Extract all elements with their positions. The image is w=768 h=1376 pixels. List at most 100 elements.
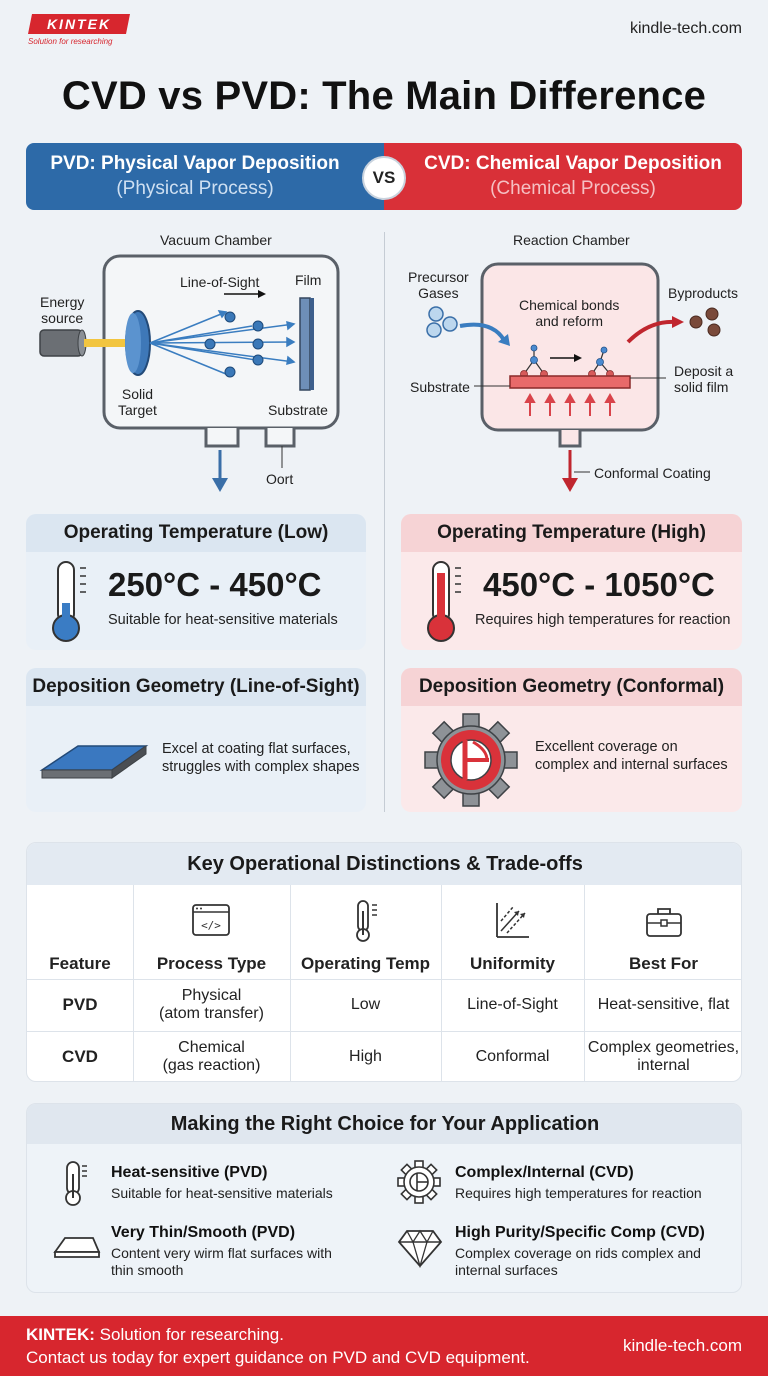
choice-item-title: High Purity/Specific Comp (CVD) [455, 1224, 705, 1241]
vs-badge: VS [362, 156, 406, 200]
target-text: Target [118, 402, 157, 418]
pvd-energy-label: Energy source [40, 294, 84, 326]
cvd-geo-line2: complex and internal surfaces [535, 757, 728, 773]
pvd-chamber-label: Vacuum Chamber [160, 232, 272, 248]
pvd-geo-line1: Excel at coating flat surfaces, [162, 741, 351, 757]
choice-desc-line1: Content very wirm flat surfaces with [111, 1245, 332, 1261]
pvd-geo-line2: struggles with complex shapes [162, 759, 360, 775]
choice-item-thin-smooth: Very Thin/Smooth (PVD) Content very wirm… [111, 1224, 332, 1279]
source-text: source [41, 310, 84, 326]
table-title: Key Operational Distinctions & Trade-off… [27, 843, 741, 885]
distinctions-table: Key Operational Distinctions & Trade-off… [26, 842, 742, 1082]
pvd-temp-heading: Operating Temperature (Low) [26, 514, 366, 552]
cvd-chamber-diagram [426, 262, 721, 492]
thermometer-low-icon [52, 561, 86, 642]
cvd-temp-range: 450°C - 1050°C [483, 566, 715, 603]
choice-title: Making the Right Choice for Your Applica… [27, 1104, 741, 1144]
pvd-chamber-diagram [39, 254, 340, 492]
choice-item-desc: Requires high temperatures for reaction [455, 1185, 702, 1201]
footer-site-link[interactable]: kindle-tech.com [622, 1336, 742, 1355]
table-hline [27, 979, 741, 980]
line-of-sight-label: Line-of-Sight [180, 274, 260, 290]
table-hline [27, 1031, 741, 1032]
solid-text: Solid [121, 386, 154, 402]
thermometer-icon [356, 900, 377, 942]
chemical-bonds-label: Chemical bonds and reform [519, 297, 619, 329]
row-pvd-temp: Low [350, 996, 381, 1013]
header-best-for: Best For [629, 954, 698, 973]
conformal-coating-label: Conformal Coating [594, 465, 711, 481]
row-pvd-process-line2: (atom transfer) [159, 1005, 264, 1022]
pvd-geometry-card: Deposition Geometry (Line-of-Sight) Exce… [26, 668, 366, 812]
gases-text: Gases [418, 285, 459, 301]
energy-text: Energy [40, 294, 85, 310]
thermometer-icon [65, 1161, 87, 1206]
header-operating-temp: Operating Temp [300, 954, 431, 973]
row-pvd-uniformity: Line-of-Sight [467, 996, 558, 1013]
deposit-film-label: Deposit a solid film [674, 363, 733, 395]
row-cvd-uniformity: Conformal [475, 1048, 550, 1065]
table-vline [133, 885, 134, 1081]
header-feature: Feature [49, 954, 111, 973]
site-link-top[interactable]: kindle-tech.com [629, 20, 742, 37]
footer-tagline-text: Solution for researching. [94, 1325, 284, 1344]
footer-brand: KINTEK: [26, 1325, 95, 1344]
right-choice-section: Making the Right Choice for Your Applica… [26, 1103, 742, 1293]
footer-tagline: KINTEK: Solution for researching. [26, 1325, 284, 1345]
table-vline [290, 885, 291, 1081]
header-uniformity: Uniformity [470, 954, 555, 973]
choice-item-desc: Suitable for heat-sensitive materials [111, 1185, 333, 1201]
cvd-geo-line1: Excellent coverage on [535, 739, 678, 755]
choice-desc-line2: internal surfaces [455, 1262, 558, 1278]
chem-line1: Chemical bonds [519, 297, 620, 313]
pvd-banner-title: PVD: Physical Vapor Deposition [50, 153, 340, 174]
row-pvd-process: Physical (atom transfer) [133, 979, 290, 1031]
kintek-logo[interactable]: KINTEK Solution for researching [26, 12, 134, 46]
briefcase-icon [646, 908, 682, 937]
row-cvd-feature: CVD [62, 1047, 98, 1066]
cvd-banner-title: CVD: Chemical Vapor Deposition [424, 153, 722, 174]
cvd-geometry-desc: Excellent coverage on complex and intern… [535, 738, 728, 774]
row-pvd-process-line1: Physical [181, 987, 242, 1004]
deposit-line2: solid film [674, 379, 729, 395]
port-label: Oort [266, 471, 294, 487]
row-cvd-best-line2: internal [637, 1057, 690, 1074]
choice-item-title: Complex/Internal (CVD) [455, 1164, 634, 1181]
pvd-geometry-heading: Deposition Geometry (Line-of-Sight) [26, 668, 366, 706]
precursor-text: Precursor [408, 269, 469, 285]
row-cvd-process-line1: Chemical [178, 1039, 245, 1056]
pvd-substrate-label: Substrate [268, 402, 328, 418]
pvd-temp-note: Suitable for heat-sensitive materials [108, 612, 338, 628]
gear-icon [424, 713, 518, 807]
footer-bar: KINTEK: Solution for researching. Contac… [0, 1316, 768, 1376]
footer-contact: Contact us today for expert guidance on … [26, 1348, 530, 1367]
pvd-temp-range: 250°C - 450°C [108, 566, 322, 603]
choice-item-title: Very Thin/Smooth (PVD) [111, 1224, 296, 1241]
code-window-icon: </> [192, 904, 230, 936]
choice-item-high-purity: High Purity/Specific Comp (CVD) Complex … [455, 1224, 705, 1279]
cvd-banner-subtitle: (Chemical Process) [490, 178, 656, 199]
cvd-temp-card: Operating Temperature (High) 450°C - 105… [401, 514, 742, 650]
solid-target-label: Solid Target [118, 386, 157, 418]
page-title: CVD vs PVD: The Main Difference [61, 74, 707, 118]
flat-plate-icon [39, 745, 149, 779]
choice-item-complex-internal: Complex/Internal (CVD) Requires high tem… [455, 1164, 702, 1202]
film-label: Film [295, 272, 322, 288]
pvd-geometry-desc: Excel at coating flat surfaces, struggle… [162, 740, 359, 776]
row-cvd-best-for: Complex geometries, internal [584, 1031, 741, 1081]
header-process-type: Process Type [156, 954, 267, 973]
pvd-banner: PVD: Physical Vapor Deposition (Physical… [26, 143, 384, 210]
pvd-temp-card: Operating Temperature (Low) 250°C - 450°… [26, 514, 366, 650]
row-cvd-process-line2: (gas reaction) [162, 1057, 261, 1074]
cvd-temp-note: Requires high temperatures for reaction [475, 612, 731, 628]
diamond-icon [397, 1229, 443, 1268]
thermometer-high-icon [427, 561, 461, 642]
cvd-substrate-label: Substrate [410, 379, 470, 395]
row-cvd-best-line1: Complex geometries, [587, 1039, 740, 1056]
row-pvd-feature: PVD [62, 995, 98, 1014]
choice-item-title: Heat-sensitive (PVD) [111, 1164, 268, 1181]
column-divider [384, 232, 385, 812]
cvd-banner: CVD: Chemical Vapor Deposition (Chemical… [384, 143, 742, 210]
logo-text: KINTEK [47, 16, 111, 32]
cvd-temp-heading: Operating Temperature (High) [401, 514, 742, 552]
